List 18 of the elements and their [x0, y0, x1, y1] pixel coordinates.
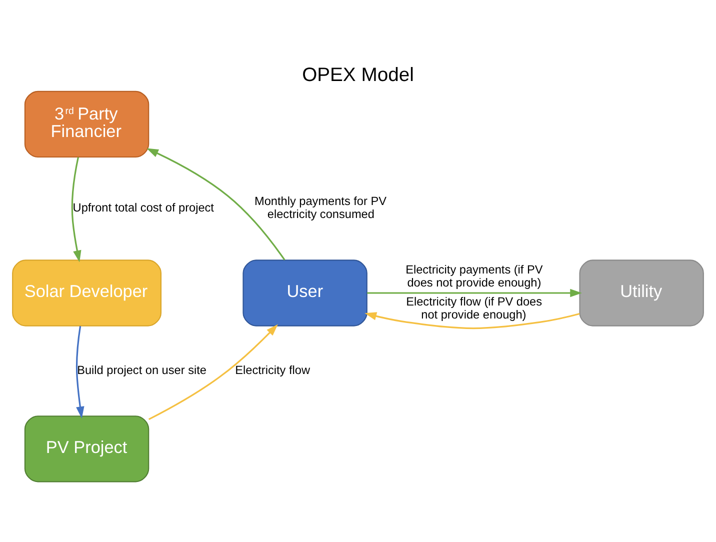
arrow — [367, 288, 582, 297]
node-box: 3$^{rd}$ Party Financier — [24, 90, 150, 158]
edge-label: Electricity payments (if PV does not provide enough) — [406, 262, 543, 289]
node-box: User — [242, 259, 368, 326]
node-box: PV Project — [24, 415, 150, 482]
diagram-title: OPEX Model — [302, 64, 414, 86]
arrow — [76, 325, 84, 418]
edge-label: Build project on user site — [77, 362, 206, 376]
edge-label: Electricity flow — [235, 362, 310, 376]
edge-label: Electricity flow (if PV does not provide enough) — [406, 294, 542, 322]
arrow — [71, 156, 82, 262]
node-box: Solar Developer — [12, 259, 162, 326]
arrow — [364, 312, 580, 329]
edge-label: Upfront total cost of project — [72, 200, 214, 214]
node-box: Utility — [579, 259, 704, 326]
arrow — [148, 324, 278, 420]
arrow — [146, 148, 286, 260]
edge-label: Monthly payments for PV electricity consumed — [254, 194, 386, 221]
